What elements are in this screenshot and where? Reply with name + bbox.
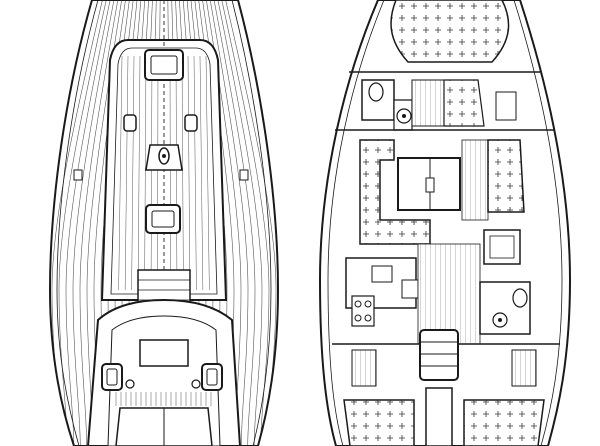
coachroof-plank-line bbox=[181, 55, 184, 291]
deck-plank-line bbox=[209, 0, 249, 446]
forward-hatch bbox=[144, 49, 184, 81]
nav-station bbox=[483, 229, 521, 265]
portlight-right-forward bbox=[184, 114, 198, 132]
portlight-left-forward bbox=[123, 114, 137, 132]
cockpit-seat-slats bbox=[115, 392, 212, 406]
coachroof-plank-line bbox=[199, 55, 204, 291]
side-cleat-left bbox=[73, 169, 83, 181]
companionway-steps bbox=[419, 329, 459, 381]
coachroof-inner-line bbox=[110, 47, 218, 295]
forward-locker bbox=[495, 91, 517, 121]
coachroof-plank-line bbox=[124, 55, 129, 291]
interior-hull-inner-line bbox=[327, 0, 563, 446]
engine-box bbox=[425, 387, 453, 446]
aft-cabin-starboard-berth bbox=[463, 399, 545, 446]
coachroof-plank-line bbox=[137, 55, 141, 291]
saloon-settee-starboard bbox=[487, 139, 525, 213]
deck-plank-line bbox=[221, 0, 270, 446]
winch-small-starboard bbox=[191, 379, 201, 389]
deck-hull-outline bbox=[48, 0, 280, 446]
mid-hatch bbox=[145, 204, 181, 234]
deck-plank-line bbox=[79, 0, 119, 446]
mast-step bbox=[145, 144, 183, 171]
winch-small-port bbox=[125, 379, 135, 389]
coachroof-plank-line bbox=[175, 55, 178, 291]
deck-plank-line bbox=[65, 0, 111, 446]
saloon-table bbox=[397, 157, 461, 211]
aft-cabin-port-locker bbox=[351, 349, 377, 387]
saloon-settee-port bbox=[359, 139, 431, 245]
deck-plank-line bbox=[58, 0, 107, 446]
winch-starboard bbox=[201, 363, 223, 391]
deck-hull-inner-line bbox=[56, 0, 272, 446]
coachroof-plank-line bbox=[144, 55, 147, 291]
coachroof-plank-line bbox=[131, 55, 135, 291]
deck-plank-line bbox=[213, 0, 256, 446]
forward-cabin-sole bbox=[411, 79, 445, 127]
forward-cabin-berth-right bbox=[443, 79, 485, 127]
coachroof-plank-line bbox=[118, 55, 123, 291]
coachroof-plank-line bbox=[187, 55, 191, 291]
saloon-sole bbox=[461, 139, 489, 221]
aft-cabin-port-berth bbox=[343, 399, 415, 446]
deck-plank-line bbox=[72, 0, 115, 446]
forward-heads bbox=[361, 79, 413, 131]
coachroof-plank-line bbox=[150, 55, 153, 291]
winch-port bbox=[101, 363, 123, 391]
forward-vberth bbox=[390, 0, 510, 63]
coachroof-plank-line bbox=[193, 55, 197, 291]
galley bbox=[345, 257, 419, 327]
coachroof-plank-line bbox=[205, 55, 210, 291]
aft-cabin-starboard-locker bbox=[511, 349, 537, 387]
aft-heads bbox=[479, 281, 531, 335]
deck-plan-drawing bbox=[48, 0, 280, 446]
side-cleat-right bbox=[239, 169, 249, 181]
cockpit-table bbox=[139, 339, 189, 367]
coachroof-planking bbox=[118, 55, 210, 291]
interior-layout-drawing bbox=[318, 0, 572, 446]
deck-plank-line bbox=[217, 0, 263, 446]
